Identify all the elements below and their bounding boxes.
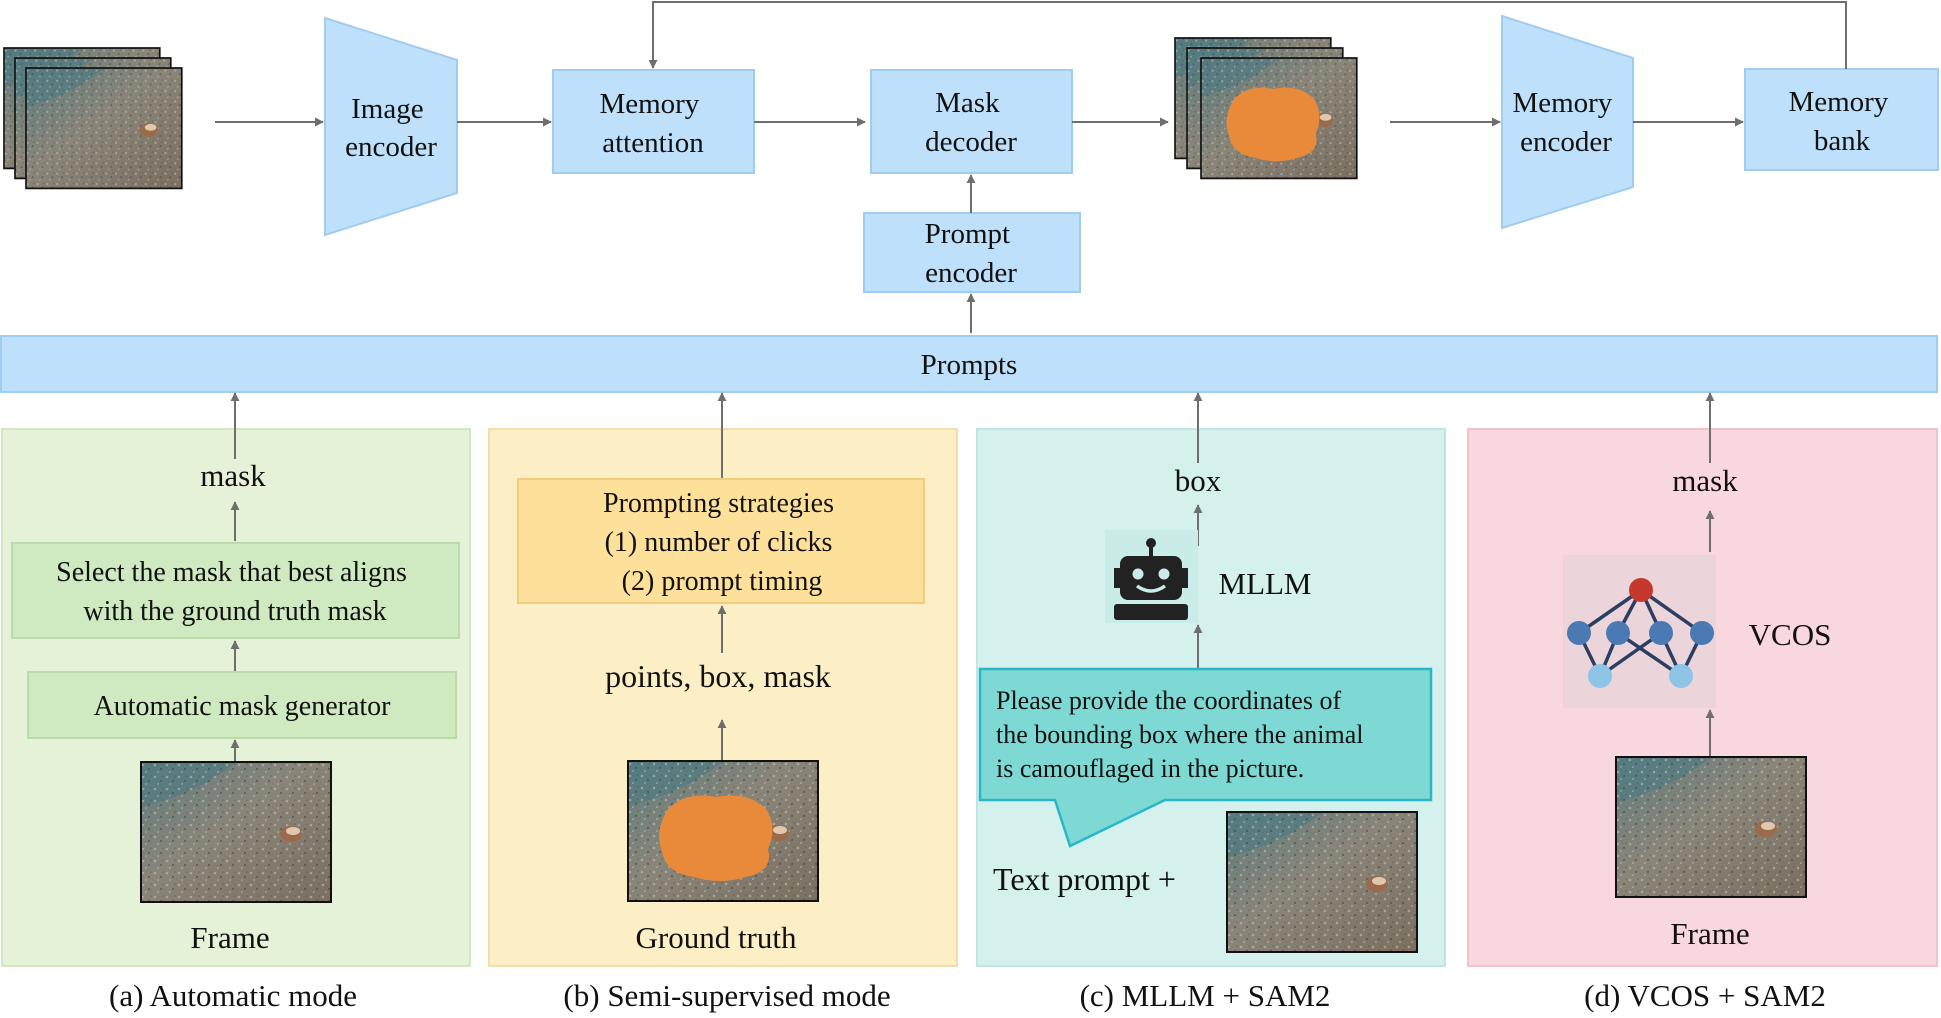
ground-truth-image [627,760,819,902]
panel-d-frame-image [1615,756,1807,898]
prompting-strategies-box [517,478,925,604]
panel-d-output-label: mask [1672,463,1738,498]
output-frame-stack [1174,37,1358,180]
text-prompt-label: Text prompt + [993,861,1176,897]
automatic-mask-generator-box [27,671,457,739]
prompting-strategies-label: Prompting strategies (1) number of click… [603,488,841,597]
vcos-network-icon [1563,555,1716,708]
mask-decoder-block [870,69,1073,174]
panel-b-caption: (b) Semi-supervised mode [563,978,890,1013]
panel-a-frame-image [140,761,332,903]
panel-a-output-label: mask [200,458,266,493]
memory-encoder-block [1501,14,1634,230]
memory-bank-label: Memory bank [1788,86,1895,157]
image-encoder-block [324,16,458,237]
ground-truth-mask [659,795,773,881]
pipeline-arrows [215,1,1847,333]
input-frame-stack [3,47,183,190]
speech-text: Please provide the coordinates of the bo… [996,686,1370,783]
memory-encoder-label: Memory encoder [1512,87,1619,158]
automatic-mask-generator-label: Automatic mask generator [93,691,391,722]
panel-a-caption: (a) Automatic mode [109,978,357,1013]
panel-c-frame-image [1226,811,1418,953]
select-mask-box [11,542,460,639]
memory-attention-label: Memory attention [599,88,706,159]
panel-a-input-label: Frame [190,920,269,955]
memory-attention-block [552,69,755,174]
memory-bank-block [1744,68,1939,171]
panel-b-input-label: Ground truth [635,920,797,955]
vcos-label: VCOS [1749,617,1832,652]
panel-d-input-label: Frame [1670,916,1749,951]
select-mask-label: Select the mask that best aligns with th… [56,557,414,627]
segmentation-mask [1226,87,1320,162]
panel-c-output-label: box [1175,463,1222,498]
panel-c-caption: (c) MLLM + SAM2 [1080,978,1331,1013]
prompt-types-label: points, box, mask [605,658,831,694]
image-encoder-label: Image encoder [345,93,437,163]
mllm-label: MLLM [1219,566,1312,601]
prompts-label: Prompts [921,349,1018,381]
prompt-speech-bubble [978,667,1433,848]
prompt-encoder-label: Prompt encoder [925,218,1018,289]
prompts-bar [0,335,1938,393]
mask-decoder-label: Mask decoder [925,87,1017,158]
robot-icon [1105,530,1198,623]
panel-d-caption: (d) VCOS + SAM2 [1584,978,1826,1013]
